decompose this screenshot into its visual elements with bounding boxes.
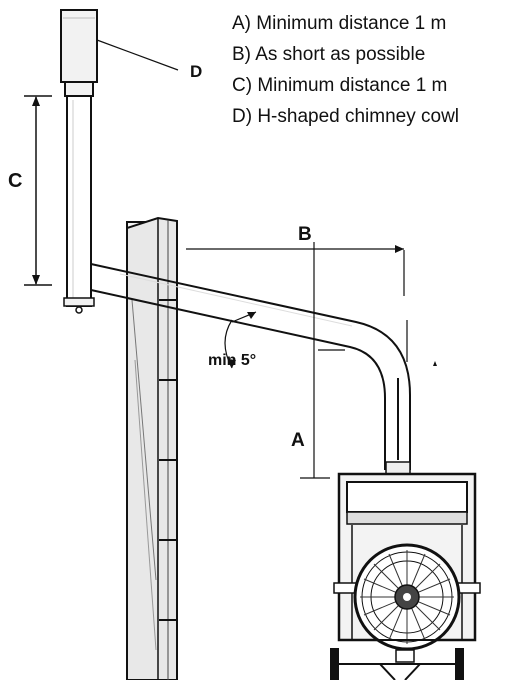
legend-item-a: A) Minimum distance 1 m — [232, 13, 447, 34]
vertical-flue — [63, 95, 95, 314]
flue-pipe — [90, 263, 411, 470]
legend-item-b: B) As short as possible — [232, 44, 426, 65]
label-c: C — [8, 170, 23, 192]
heater-unit — [330, 461, 481, 680]
label-angle: min 5° — [208, 352, 257, 369]
leader-d — [96, 39, 179, 71]
dimension-b — [186, 245, 408, 362]
legend-item-c: C) Minimum distance 1 m — [232, 75, 448, 96]
label-b: B — [298, 224, 312, 245]
label-d: D — [190, 62, 203, 81]
dimension-a — [300, 242, 345, 479]
marker — [433, 361, 437, 366]
dimension-c — [24, 95, 52, 286]
wall — [126, 216, 178, 680]
angle-indicator — [224, 311, 257, 369]
chimney-cowl — [60, 9, 98, 97]
legend-item-d: D) H-shaped chimney cowl — [232, 106, 460, 127]
legend: A) Minimum distance 1 m B) As short as p… — [232, 8, 522, 132]
label-a: A — [291, 430, 305, 451]
